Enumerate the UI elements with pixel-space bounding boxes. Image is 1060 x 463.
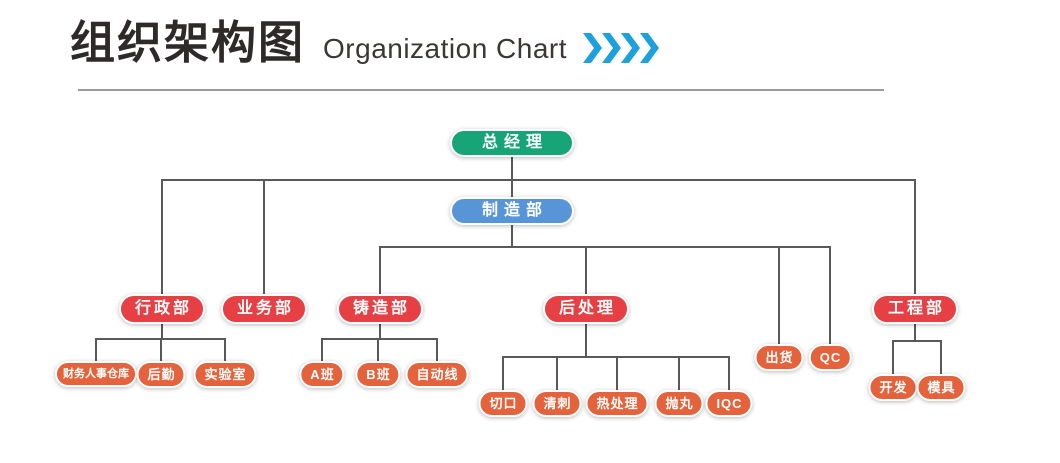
org-node-shipping: 出货 bbox=[754, 344, 804, 371]
org-node-auto-line: 自动线 bbox=[405, 361, 469, 388]
connector-line bbox=[377, 338, 379, 361]
org-node-post-process: 后处理 bbox=[542, 294, 630, 324]
connector-line bbox=[914, 179, 916, 294]
connector-line bbox=[511, 157, 513, 179]
header: 组织架构图 Organization Chart bbox=[70, 14, 665, 73]
connector-line bbox=[321, 338, 438, 340]
page-title: 组织架构图 bbox=[70, 17, 306, 68]
org-node-deburring: 清刺 bbox=[532, 390, 582, 417]
connector-line bbox=[224, 338, 226, 361]
connector-line bbox=[585, 246, 587, 294]
connector-line bbox=[778, 246, 780, 344]
connector-line bbox=[511, 225, 513, 246]
connector-line bbox=[160, 338, 162, 361]
org-node-casting: 铸造部 bbox=[336, 294, 424, 324]
org-node-class-b: B班 bbox=[355, 361, 401, 388]
org-node-biz: 业务部 bbox=[220, 294, 308, 324]
connector-line bbox=[263, 179, 265, 294]
connector-line bbox=[556, 356, 558, 390]
org-node-cutting: 切口 bbox=[478, 390, 528, 417]
connector-line bbox=[161, 179, 163, 294]
org-node-class-a: A班 bbox=[299, 361, 345, 388]
connector-line bbox=[436, 338, 438, 361]
page-subtitle: Organization Chart bbox=[323, 33, 568, 64]
connector-line bbox=[892, 340, 894, 374]
connector-line bbox=[379, 246, 831, 248]
connector-line bbox=[502, 356, 504, 390]
org-node-finance: 财务人事仓库 bbox=[55, 361, 137, 387]
org-node-admin: 行政部 bbox=[118, 294, 206, 324]
connector-line bbox=[321, 338, 323, 361]
org-node-logistics: 后勤 bbox=[136, 361, 186, 388]
connector-line bbox=[379, 246, 381, 294]
org-node-heat-treatment: 热处理 bbox=[585, 390, 649, 417]
separator-line bbox=[78, 89, 884, 91]
connector-line bbox=[678, 356, 680, 390]
connector-line bbox=[95, 338, 97, 361]
org-node-qc: QC bbox=[808, 344, 852, 371]
connector-line bbox=[728, 356, 730, 390]
connector-line bbox=[161, 179, 916, 181]
org-node-mold: 模具 bbox=[916, 374, 966, 401]
connector-line bbox=[511, 179, 513, 197]
org-node-ceo: 总经理 bbox=[449, 129, 575, 157]
org-node-iqc: IQC bbox=[705, 390, 753, 417]
org-node-development: 开发 bbox=[868, 374, 918, 401]
connector-line bbox=[585, 324, 587, 356]
connector-line bbox=[616, 356, 618, 390]
connector-line bbox=[829, 246, 831, 344]
org-node-mfg: 制造部 bbox=[449, 197, 575, 225]
connector-line bbox=[892, 340, 942, 342]
fast-forward-chevrons-icon bbox=[583, 33, 660, 64]
org-node-engineering: 工程部 bbox=[871, 294, 959, 324]
connector-line bbox=[379, 324, 381, 338]
connector-line bbox=[940, 340, 942, 374]
connector-line bbox=[914, 324, 916, 340]
connector-line bbox=[161, 324, 163, 338]
org-node-lab: 实验室 bbox=[193, 361, 257, 388]
org-node-shot-blasting: 抛丸 bbox=[654, 390, 704, 417]
